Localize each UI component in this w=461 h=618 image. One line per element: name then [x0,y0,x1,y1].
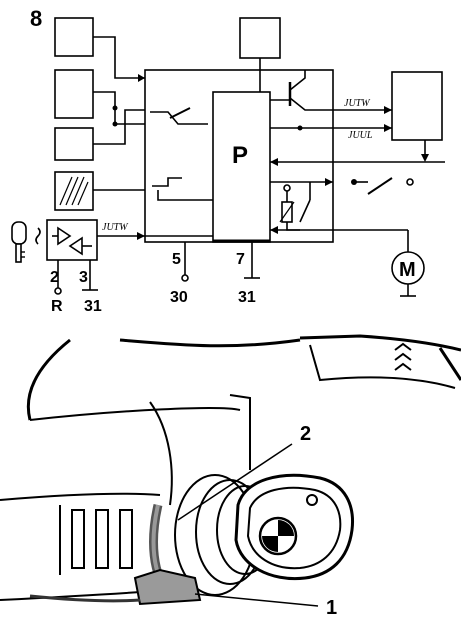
transponder-box [46,219,98,261]
sensor-box [54,171,94,211]
sensor-hatch [59,176,89,206]
arrow-out-1 [384,106,392,114]
callout-1-label: 1 [326,597,337,618]
vent-edge [438,347,461,381]
terminal-5-label: 5 [172,251,181,268]
junction-1 [112,105,118,111]
motor-label: M [399,259,416,281]
arrow-in-right [270,158,278,166]
key-ring-hole [306,494,318,506]
stalk-housing [309,344,456,389]
input-box-1 [54,17,94,57]
junction-2 [112,121,118,127]
figure-number: 8 [30,6,42,31]
shroud-curve [149,401,173,506]
callout-2-label: 2 [300,423,311,445]
transistor-emitter [289,97,392,111]
callout-1-leader [194,593,319,607]
column-shroud-right [229,394,251,470]
key-head-inner [246,486,342,570]
dash-edge-left [26,338,71,421]
transistor-collector [289,70,306,91]
logo-quad-1 [278,520,294,536]
step-element [152,177,182,187]
callout-2-leader [177,443,293,521]
arrow-relay [325,178,333,186]
rib-3 [119,509,133,569]
terminal-r-label: R [51,298,63,315]
dash-top-right [299,334,461,352]
terminal-31a-label: 31 [84,298,102,315]
terminal-3-label: 3 [79,269,88,286]
vent-chevrons [394,342,412,371]
arrow-down-1 [421,154,429,162]
ext-switch-blade [367,177,393,195]
wire-to-p [157,190,213,201]
switch-element [150,111,208,125]
arrow-out-2 [384,124,392,132]
relay-coil-slash [279,201,295,223]
rib-2 [95,509,109,569]
dash-top-curve [119,338,301,348]
signal-label-3: JUTW [102,222,129,233]
wire-box3 [93,109,145,145]
wire-harness [29,594,141,603]
terminal-30-label: 30 [170,289,188,306]
arrow-box1 [138,74,145,82]
signal-label-2: JUUL [348,130,373,141]
key-icon [11,221,27,263]
junction-4 [297,125,303,131]
input-box-2 [54,69,94,119]
terminal-2-pin [54,287,62,295]
wire-box1 [93,36,145,79]
terminal-5-pin [181,274,189,282]
ext-switch-contact [406,178,414,186]
block-diagram: 8 P [11,6,445,315]
processor-label: P [232,142,248,169]
relay-contact [283,184,291,192]
top-box [239,17,281,59]
switch-blade [169,107,191,119]
terminal-7-label: 7 [236,251,245,268]
signal-label-1: JUTW [344,98,371,109]
transmitter-module [133,568,202,606]
column-top-line [29,407,241,421]
logo-quad-2 [262,536,278,552]
input-box-3 [54,127,94,161]
arrow-transponder [137,232,145,240]
relay-switch [299,199,311,223]
terminal-2-label: 2 [50,269,59,286]
ignition-lock-illustration [0,334,461,607]
terminal-31b-label: 31 [238,289,256,306]
rib-1 [71,509,85,569]
lower-panel-line [0,492,161,501]
output-box [391,71,443,141]
antenna-coil [35,227,41,245]
